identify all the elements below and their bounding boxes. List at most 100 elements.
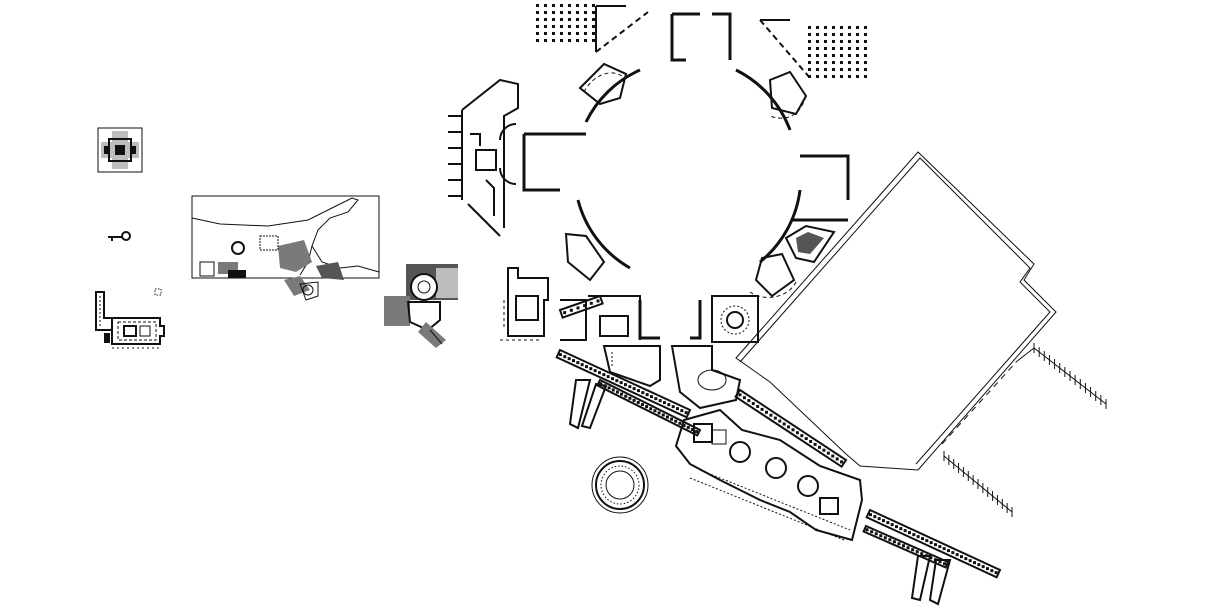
octagonal-court [711, 295, 759, 343]
grid-dot [808, 40, 811, 43]
gallery-column [778, 419, 782, 423]
gallery-column [747, 399, 751, 403]
diagonal-galleries [555, 294, 1002, 579]
gallery-column [892, 540, 896, 544]
gallery-column [567, 357, 571, 361]
gallery-column [584, 365, 588, 369]
grid-dot [576, 11, 579, 14]
grid-dot [856, 68, 859, 71]
gallery-column [787, 425, 791, 429]
gallery-column [903, 529, 907, 533]
gallery-column [649, 395, 653, 399]
grid-dot [584, 4, 587, 7]
gallery-column [972, 561, 976, 565]
gallery-column [773, 416, 777, 420]
grid-dot [832, 75, 835, 78]
gallery-column [632, 398, 636, 402]
grid-dot [584, 39, 587, 42]
gallery-column [959, 555, 963, 559]
grid-dot [816, 40, 819, 43]
rotunda-icon [591, 456, 649, 514]
grid-dot [560, 18, 563, 21]
west-courtyard-building [500, 267, 549, 341]
gallery-column [883, 536, 887, 540]
gallery-column [881, 519, 885, 523]
gallery-column [964, 557, 968, 561]
west-wing-comb [448, 78, 519, 237]
grid-dot [848, 61, 851, 64]
gallery-column [680, 409, 684, 413]
grid-dot [584, 25, 587, 28]
gallery-outline [558, 294, 604, 319]
gallery-column [938, 560, 942, 564]
gallery-column [890, 523, 894, 527]
gallery-column [596, 299, 600, 303]
gallery-column [985, 567, 989, 571]
grid-dot [816, 54, 819, 57]
grid-dot [816, 47, 819, 50]
gallery-column [742, 396, 746, 400]
grid-dot [592, 25, 595, 28]
gallery-outline [555, 348, 692, 419]
grid-dot [808, 26, 811, 29]
gallery-column [915, 550, 919, 554]
gallery-column [615, 379, 619, 383]
grid-dot [856, 75, 859, 78]
gallery-column [602, 373, 606, 377]
gallery-column [620, 392, 624, 396]
grid-dot [584, 11, 587, 14]
gallery-column [597, 371, 601, 375]
gallery-column [888, 538, 892, 542]
gallery-column [791, 428, 795, 432]
grid-dot [824, 33, 827, 36]
gallery-column [658, 399, 662, 403]
grid-dot [848, 75, 851, 78]
grid-dot [536, 4, 539, 7]
grid-dot [832, 40, 835, 43]
grid-dot [552, 25, 555, 28]
gallery-column [870, 530, 874, 534]
gallery-column [599, 382, 603, 386]
gallery-column [804, 437, 808, 441]
gallery-outline [865, 508, 1002, 579]
grid-dot [824, 40, 827, 43]
gallery-column [571, 359, 575, 363]
gallery-column [813, 442, 817, 446]
gallery-column [678, 421, 682, 425]
grid-dot [568, 32, 571, 35]
grid-dot [864, 47, 867, 50]
grid-dot [552, 18, 555, 21]
grid-dot [568, 18, 571, 21]
grid-dot [560, 4, 563, 7]
grid-dot [840, 54, 843, 57]
gallery-column [751, 402, 755, 406]
grid-dot [824, 26, 827, 29]
top-dot-grids [536, 4, 867, 78]
grid-dot [832, 54, 835, 57]
south-central-chambers [560, 295, 742, 410]
grid-dot [544, 39, 547, 42]
gallery-column [994, 571, 998, 575]
grid-dot [856, 40, 859, 43]
key-symbol-icon [108, 231, 131, 241]
gallery-column [589, 301, 593, 305]
gallery-column [580, 363, 584, 367]
grid-dot [864, 33, 867, 36]
grid-dot [536, 11, 539, 14]
gallery-column [593, 369, 597, 373]
gallery-column [563, 311, 567, 315]
grid-dot [816, 75, 819, 78]
gallery-column [654, 397, 658, 401]
gallery-column [795, 431, 799, 435]
gallery-outline [734, 388, 848, 469]
grid-dot [824, 54, 827, 57]
gallery-column [818, 445, 822, 449]
grid-dot [576, 25, 579, 28]
gallery-column [911, 548, 915, 552]
grid-dot [536, 25, 539, 28]
grid-dot [832, 47, 835, 50]
gallery-column [641, 391, 645, 395]
grid-dot [816, 26, 819, 29]
grid-dot [848, 33, 851, 36]
gallery-column [653, 409, 657, 413]
